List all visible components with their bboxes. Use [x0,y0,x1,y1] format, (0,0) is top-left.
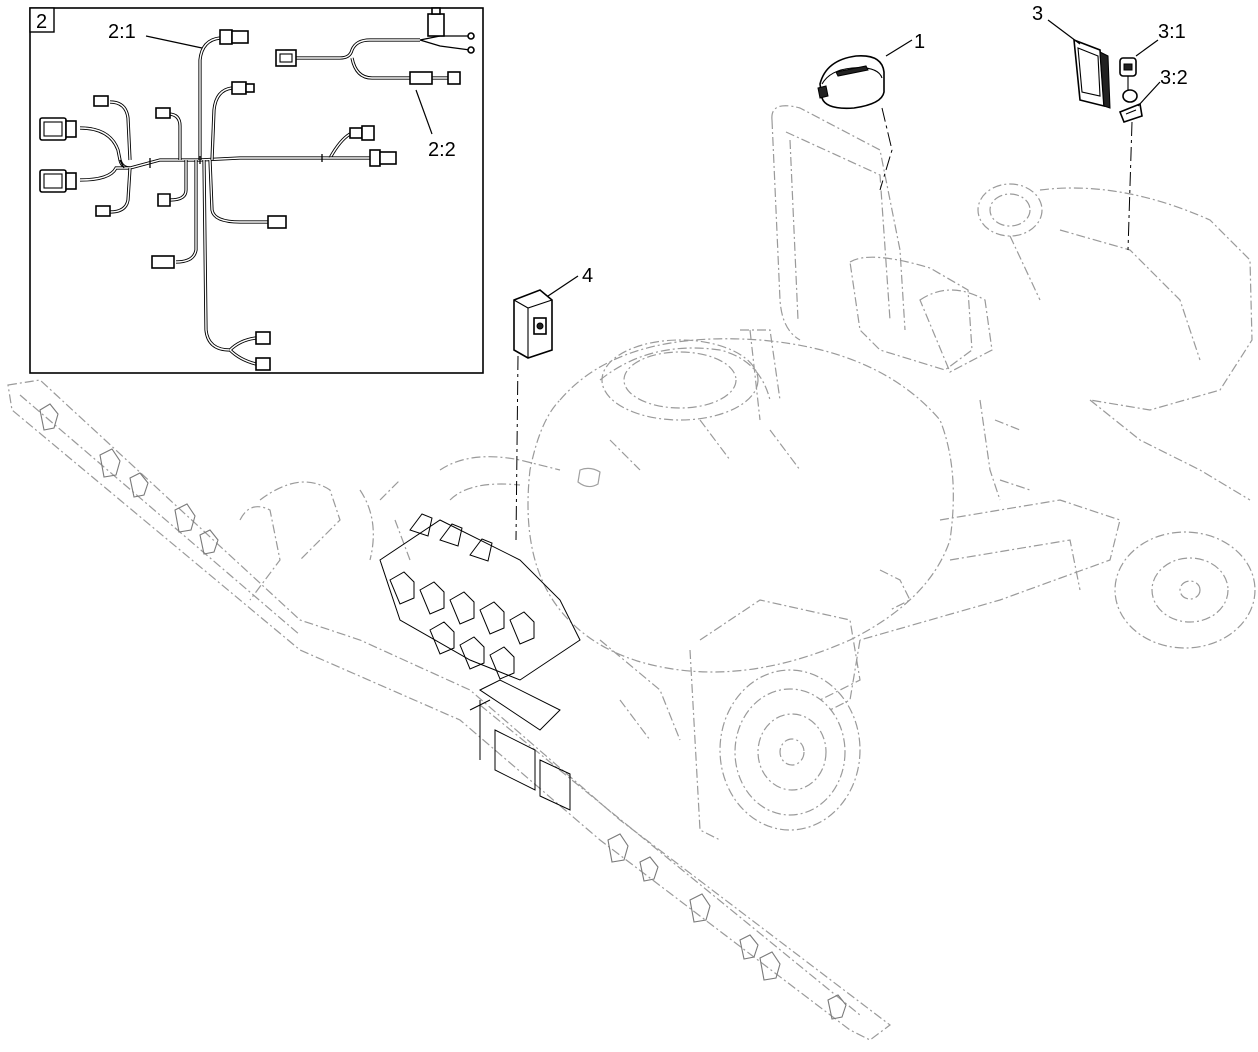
adapter-harness [275,7,475,85]
part-4-controller: 4 [513,265,593,541]
inset-frame [29,7,484,374]
part-1-display: 1 [817,31,925,191]
spray-manifold [379,513,581,811]
callout-2-1-leader [145,35,203,49]
callout-4: 4 [582,265,593,287]
callout-2-2: 2:2 [428,139,456,161]
callout-3-2: 3:2 [1160,67,1188,89]
callout-1: 1 [914,31,925,53]
inset-tag: 2 [36,11,47,33]
callout-2-2-leader [415,89,433,135]
part-3-1-connector: 3:1 [1119,21,1186,103]
callout-3-1: 3:1 [1158,21,1186,43]
part-3-2-bracket: 3:2 [1118,67,1188,251]
boom-nozzles [39,403,847,1020]
callout-3: 3 [1032,3,1043,25]
part-3-receiver: 3 [1032,3,1111,109]
vehicle-ghost [359,105,1256,841]
harness-connectors [39,29,397,371]
spray-boom-ghost [7,379,891,1041]
inset-tag-box [29,7,55,33]
harness-wiring [79,36,370,366]
callout-2-1: 2:1 [108,21,136,43]
harness-inset: 2 [29,7,484,374]
